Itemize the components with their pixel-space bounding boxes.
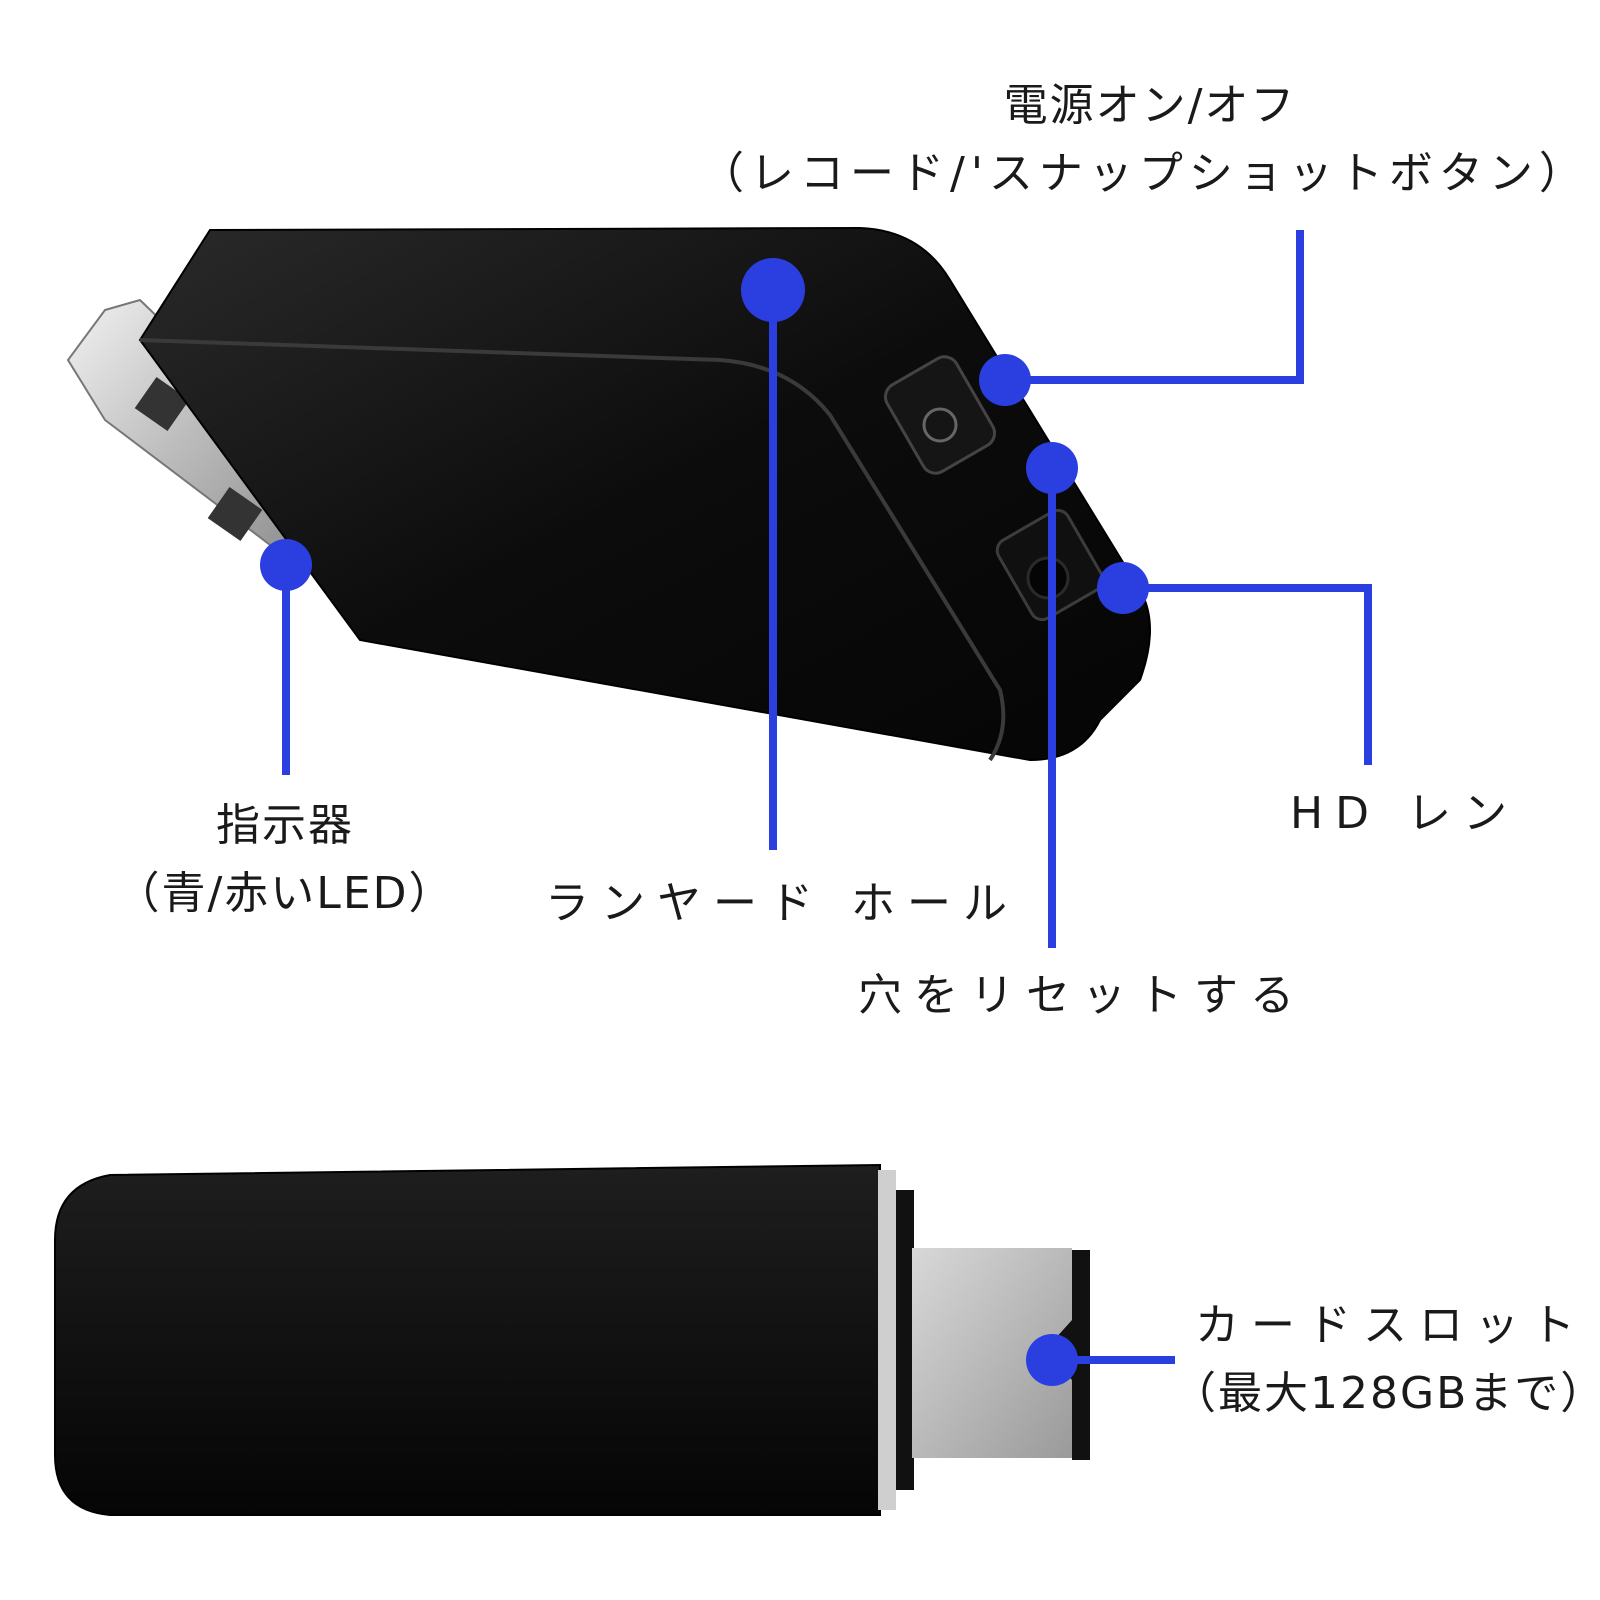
label-indicator-title: 指示器 <box>216 800 354 851</box>
callout-power <box>979 230 1304 406</box>
label-lens: HD レン <box>1290 788 1519 839</box>
usb-connector-top <box>66 298 307 562</box>
callout-lanyard <box>741 258 805 850</box>
device-body-top <box>138 226 1151 762</box>
callout-reset <box>1026 442 1078 948</box>
label-card-title: カードスロット <box>1195 1300 1587 1351</box>
label-power-subtitle: （レコード/'スナップショットボタン） <box>700 148 1589 199</box>
callout-card-slot <box>1026 1334 1175 1386</box>
power-button <box>883 355 997 475</box>
label-lanyard: ランヤード ホール <box>545 878 1019 929</box>
callout-indicator <box>260 539 312 775</box>
label-card-subtitle: （最大128GBまで） <box>1172 1368 1600 1419</box>
device-body-bottom <box>54 1163 914 1516</box>
label-reset: 穴をリセットする <box>858 970 1306 1021</box>
label-indicator-subtitle: （青/赤いLED） <box>115 868 455 919</box>
label-power-title: 電源オン/オフ <box>1003 80 1297 131</box>
callout-lens <box>1097 562 1372 765</box>
